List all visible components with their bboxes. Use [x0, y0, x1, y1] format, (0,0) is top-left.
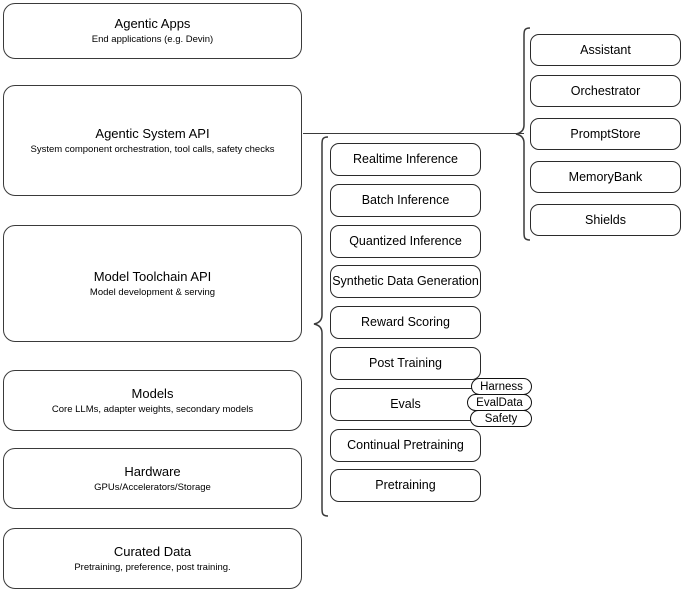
layer-subtitle: System component orchestration, tool cal… — [30, 143, 275, 155]
layer-box-curated-data[interactable]: Curated Data Pretraining, preference, po… — [3, 528, 302, 589]
chip-label: Continual Pretraining — [347, 438, 464, 452]
evals-subcomponent-harness[interactable]: Harness — [471, 378, 532, 395]
connector-system-api-to-components — [303, 133, 524, 135]
layer-title: Curated Data — [113, 543, 192, 559]
system-component-promptstore[interactable]: PromptStore — [530, 118, 681, 150]
chip-label: Quantized Inference — [349, 234, 462, 248]
brace-toolchain-components — [313, 136, 329, 518]
layer-title: Agentic Apps — [114, 16, 191, 31]
layer-title: Models — [131, 385, 174, 401]
toolchain-component-evals[interactable]: Evals — [330, 388, 481, 421]
layer-title: Hardware — [124, 463, 181, 479]
chip-label: Synthetic Data Generation — [332, 274, 479, 288]
layer-box-model-toolchain-api[interactable]: Model Toolchain API Model development & … — [3, 225, 302, 342]
layer-title: Agentic System API — [95, 125, 210, 141]
brace-system-components — [515, 27, 531, 241]
chip-label: Batch Inference — [361, 193, 450, 207]
evals-subcomponent-evaldata[interactable]: EvalData — [467, 394, 532, 411]
layer-box-hardware[interactable]: Hardware GPUs/Accelerators/Storage — [3, 448, 302, 509]
system-component-orchestrator[interactable]: Orchestrator — [530, 75, 681, 107]
chip-label: Shields — [585, 212, 626, 227]
toolchain-component-reward-scoring[interactable]: Reward Scoring — [330, 306, 481, 339]
toolchain-component-batch-inference[interactable]: Batch Inference — [330, 184, 481, 217]
chip-label: MemoryBank — [568, 169, 643, 184]
chip-label: PromptStore — [570, 126, 641, 141]
toolchain-component-quantized-inference[interactable]: Quantized Inference — [330, 225, 481, 258]
layer-box-agentic-apps[interactable]: Agentic Apps End applications (e.g. Devi… — [3, 3, 302, 59]
toolchain-component-pretraining[interactable]: Pretraining — [330, 469, 481, 502]
chip-label: Reward Scoring — [361, 315, 450, 329]
chip-label: Evals — [390, 397, 421, 411]
layer-box-models[interactable]: Models Core LLMs, adapter weights, secon… — [3, 370, 302, 431]
layer-subtitle: GPUs/Accelerators/Storage — [94, 481, 211, 493]
toolchain-component-realtime-inference[interactable]: Realtime Inference — [330, 143, 481, 176]
layer-box-agentic-system-api[interactable]: Agentic System API System component orch… — [3, 85, 302, 196]
pill-label: Harness — [480, 380, 523, 393]
layer-subtitle: End applications (e.g. Devin) — [91, 34, 214, 45]
toolchain-component-continual-pretraining[interactable]: Continual Pretraining — [330, 429, 481, 462]
evals-subcomponent-safety[interactable]: Safety — [470, 410, 532, 427]
layer-title: Model Toolchain API — [93, 268, 212, 284]
system-component-memorybank[interactable]: MemoryBank — [530, 161, 681, 193]
toolchain-component-synthetic-data-generation[interactable]: Synthetic Data Generation — [330, 265, 481, 298]
chip-label: Realtime Inference — [353, 152, 458, 166]
toolchain-component-post-training[interactable]: Post Training — [330, 347, 481, 380]
system-component-shields[interactable]: Shields — [530, 204, 681, 236]
chip-label: Orchestrator — [570, 83, 641, 98]
pill-label: EvalData — [476, 396, 523, 409]
chip-label: Pretraining — [375, 478, 436, 492]
layer-subtitle: Pretraining, preference, post training. — [74, 561, 231, 573]
pill-label: Safety — [484, 412, 518, 425]
system-component-assistant[interactable]: Assistant — [530, 34, 681, 66]
layer-subtitle: Core LLMs, adapter weights, secondary mo… — [51, 403, 254, 415]
chip-label: Assistant — [580, 42, 631, 57]
layer-subtitle: Model development & serving — [89, 286, 216, 298]
chip-label: Post Training — [369, 356, 442, 370]
